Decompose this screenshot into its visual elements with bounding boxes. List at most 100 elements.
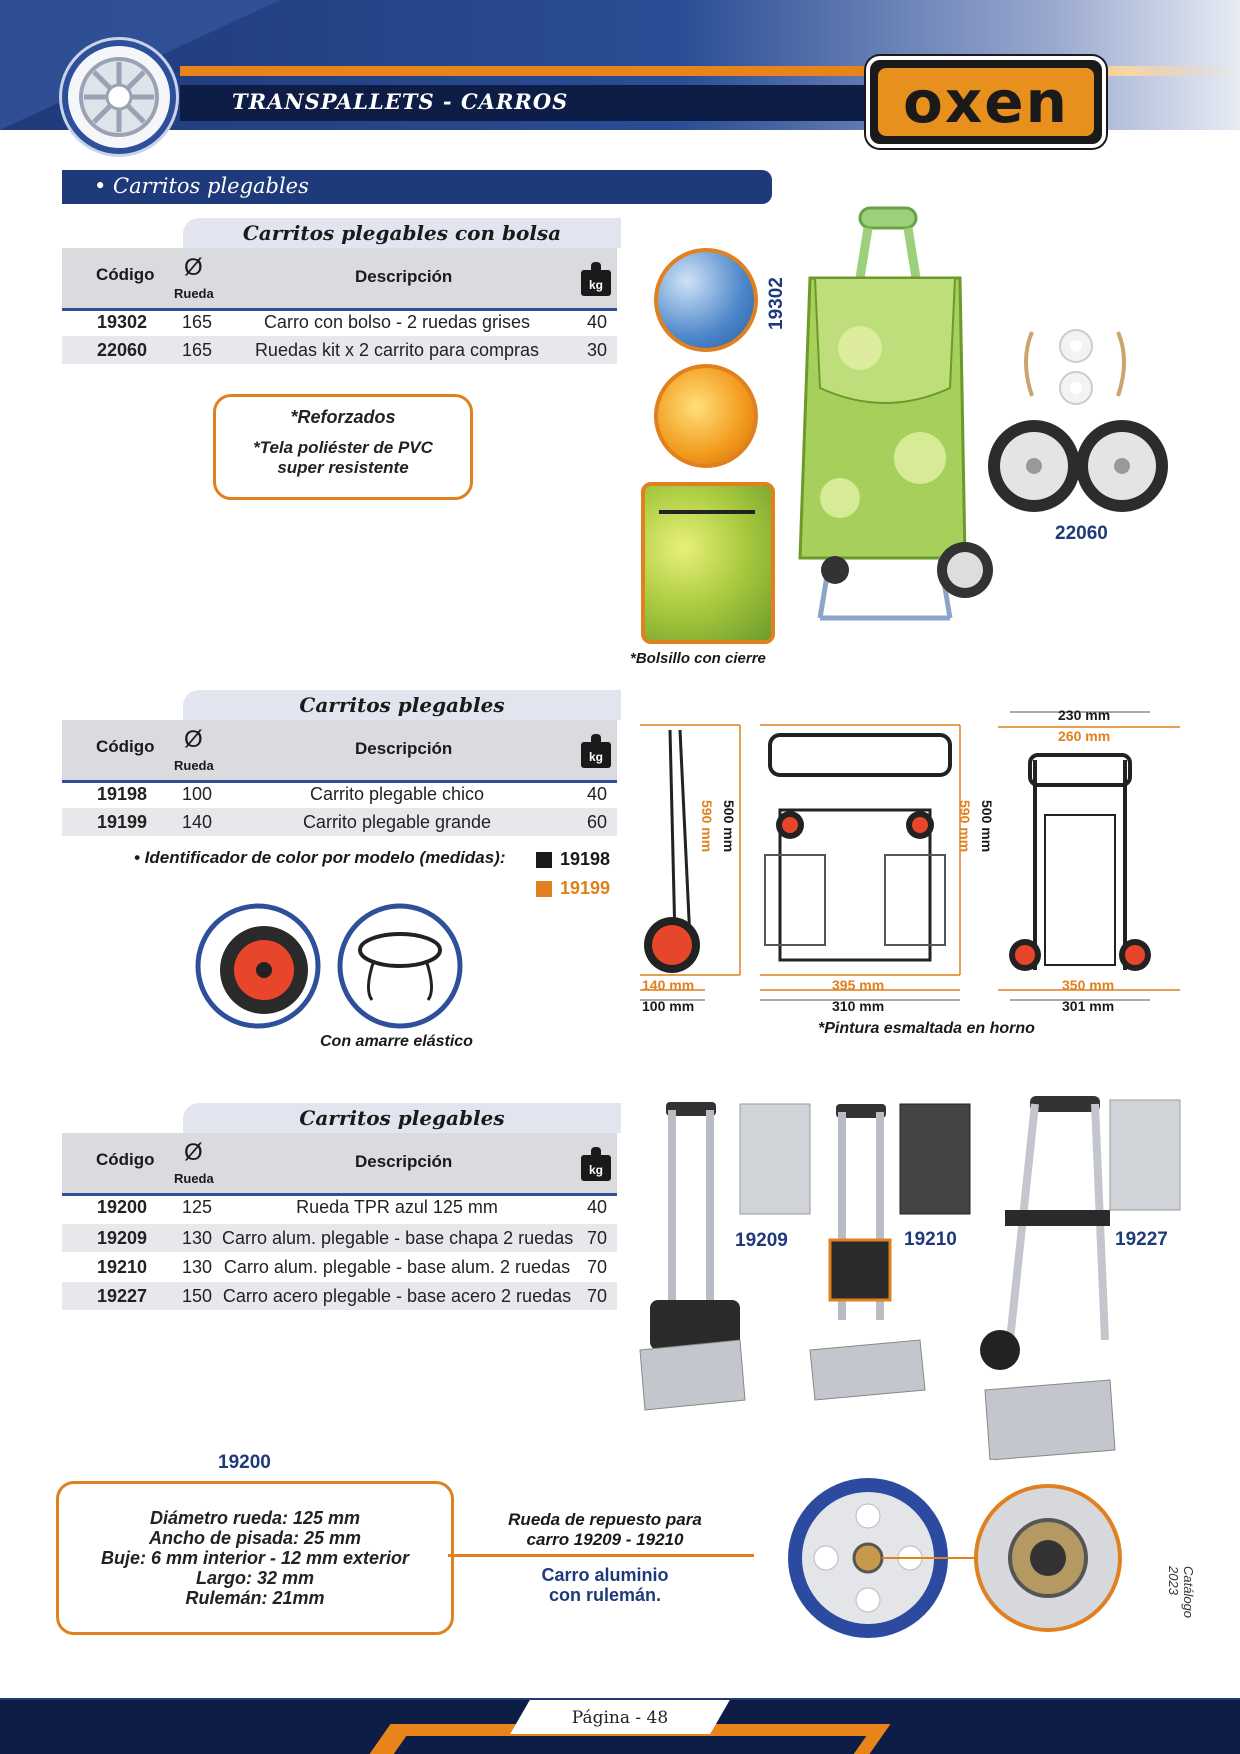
row-kg: 40 bbox=[586, 784, 608, 804]
row-kg: 70 bbox=[586, 1257, 608, 1277]
row-code: 22060 bbox=[96, 340, 148, 360]
id-black-code: 19198 bbox=[560, 849, 611, 869]
row-diameter: 140 bbox=[181, 812, 213, 832]
block2-title: Carritos plegables bbox=[183, 690, 621, 720]
orange-square-icon bbox=[536, 881, 552, 897]
wheel-and-elastic-images bbox=[195, 903, 463, 1029]
row-code: 19198 bbox=[96, 784, 148, 804]
row-kg: 40 bbox=[586, 1197, 608, 1217]
col-diameter-sub: Rueda bbox=[174, 758, 214, 773]
wheel-icon bbox=[62, 40, 176, 154]
note-box-reinforced: *Reforzados *Tela poliéster de PVC super… bbox=[213, 394, 473, 500]
wheel-kit-image bbox=[988, 329, 1168, 512]
row-code: 19210 bbox=[96, 1257, 148, 1277]
block3-title: Carritos plegables bbox=[183, 1103, 621, 1133]
weight-icon: kg bbox=[581, 1147, 611, 1181]
footer-dark-stripe bbox=[393, 1736, 867, 1754]
catalog-year: Catálogo 2023 bbox=[1166, 1566, 1196, 1619]
row-diameter: 165 bbox=[181, 340, 213, 360]
black-square-icon bbox=[536, 852, 552, 868]
elastic-caption: Con amarre elástico bbox=[320, 1033, 473, 1050]
row-kg: 40 bbox=[586, 312, 608, 332]
block1-title: Carritos plegables con bolsa bbox=[183, 218, 621, 248]
dim-w3-orange: 350 mm bbox=[1062, 977, 1115, 993]
col-description: Descripción bbox=[355, 267, 453, 286]
header-section-title: TRANSPALLETS - CARROS bbox=[232, 89, 569, 114]
block1-table-header: Código Ø Rueda Descripción kg bbox=[62, 248, 617, 311]
dim-w2-black: 310 mm bbox=[832, 998, 885, 1014]
zipper-line bbox=[659, 510, 755, 514]
table-row: 19199 140 Carrito plegable grande 60 bbox=[62, 808, 617, 836]
block2-table-header: Código Ø Rueda Descripción kg bbox=[62, 720, 617, 783]
row-kg: 30 bbox=[586, 340, 608, 360]
spec-line: Largo: 32 mm bbox=[195, 1568, 315, 1588]
spare-line: carro 19209 - 19210 bbox=[526, 1530, 684, 1549]
col-diameter-sub: Rueda bbox=[174, 1171, 214, 1186]
col-diameter: Ø bbox=[184, 726, 203, 753]
hand-truck-images bbox=[639, 1096, 1181, 1460]
table-row: 19302 165 Carro con bolso - 2 ruedas gri… bbox=[62, 308, 617, 336]
spec-line: Buje: 6 mm interior - 12 mm exterior bbox=[100, 1548, 410, 1568]
table-row: 19210 130 Carro alum. plegable - base al… bbox=[62, 1253, 617, 1281]
section-bar bbox=[62, 170, 772, 204]
row-description: Carrito plegable grande bbox=[302, 812, 492, 832]
row-kg: 70 bbox=[586, 1286, 608, 1306]
brand-logo: oxen bbox=[866, 56, 1106, 148]
fabric-pocket-image bbox=[641, 482, 775, 644]
row-diameter: 130 bbox=[181, 1257, 213, 1277]
dim-height-orange-1: 590 mm bbox=[699, 800, 715, 853]
label-19209: 19209 bbox=[735, 1230, 788, 1251]
col-description: Descripción bbox=[355, 739, 453, 758]
fabric-blue-swatch bbox=[654, 248, 758, 352]
weight-icon: kg bbox=[581, 734, 611, 768]
dim-w3-black: 301 mm bbox=[1062, 998, 1115, 1014]
note-line: *Reforzados bbox=[290, 407, 396, 427]
table-row: 19209 130 Carro alum. plegable - base ch… bbox=[62, 1224, 617, 1252]
label-19227: 19227 bbox=[1115, 1229, 1168, 1250]
row-description: Carrito plegable chico bbox=[309, 784, 485, 804]
col-code: Código bbox=[96, 1150, 155, 1169]
row-code: 19227 bbox=[96, 1286, 148, 1306]
alu-line: Carro aluminio bbox=[541, 1565, 669, 1585]
note-line: super resistente bbox=[277, 458, 409, 477]
bag-cart-image bbox=[798, 206, 993, 621]
weight-icon: kg bbox=[581, 262, 611, 296]
row-description: Carro alum. plegable - base chapa 2 rued… bbox=[222, 1228, 574, 1248]
col-diameter: Ø bbox=[184, 254, 203, 281]
dim-w2-orange: 395 mm bbox=[832, 977, 885, 993]
spare-wheel-image bbox=[788, 1478, 1122, 1638]
block3-table-header: Código Ø Rueda Descripción kg bbox=[62, 1133, 617, 1196]
label-19200: 19200 bbox=[218, 1452, 271, 1473]
fabric-orange-swatch bbox=[654, 364, 758, 468]
page-number: Página - 48 bbox=[571, 1708, 669, 1728]
row-description: Carro alum. plegable - base alum. 2 rued… bbox=[223, 1257, 571, 1277]
spec-line: Ancho de pisada: 25 mm bbox=[148, 1528, 362, 1548]
table-row: 19227 150 Carro acero plegable - base ac… bbox=[62, 1282, 617, 1310]
paint-caption: *Pintura esmaltada en horno bbox=[818, 1020, 1035, 1037]
header-orange-stripe bbox=[180, 66, 880, 76]
section-title: • Carritos plegables bbox=[94, 174, 309, 198]
col-description: Descripción bbox=[355, 1152, 453, 1171]
header-title-bar bbox=[180, 85, 880, 121]
row-diameter: 150 bbox=[181, 1286, 213, 1306]
connector-line bbox=[448, 1554, 754, 1557]
alu-line: con rulemán. bbox=[548, 1585, 662, 1605]
label-22060: 22060 bbox=[1055, 523, 1108, 544]
label-19302: 19302 bbox=[766, 277, 787, 330]
col-code: Código bbox=[96, 265, 155, 284]
spare-line: Rueda de repuesto para bbox=[508, 1510, 702, 1529]
row-diameter: 125 bbox=[181, 1197, 213, 1217]
row-code: 19199 bbox=[96, 812, 148, 832]
dim-height-orange-2: 590 mm bbox=[957, 800, 973, 853]
row-kg: 70 bbox=[586, 1228, 608, 1248]
col-code: Código bbox=[96, 737, 155, 756]
dim-top-black: 230 mm bbox=[1058, 707, 1111, 723]
id-orange-code: 19199 bbox=[560, 878, 611, 898]
spec-line: Diámetro rueda: 125 mm bbox=[149, 1508, 361, 1528]
dim-w1-orange: 140 mm bbox=[642, 977, 695, 993]
dim-height-black-2: 500 mm bbox=[979, 800, 995, 853]
row-code: 19209 bbox=[96, 1228, 148, 1248]
dim-w1-black: 100 mm bbox=[642, 998, 695, 1014]
col-diameter: Ø bbox=[184, 1139, 203, 1166]
row-diameter: 130 bbox=[181, 1228, 213, 1248]
